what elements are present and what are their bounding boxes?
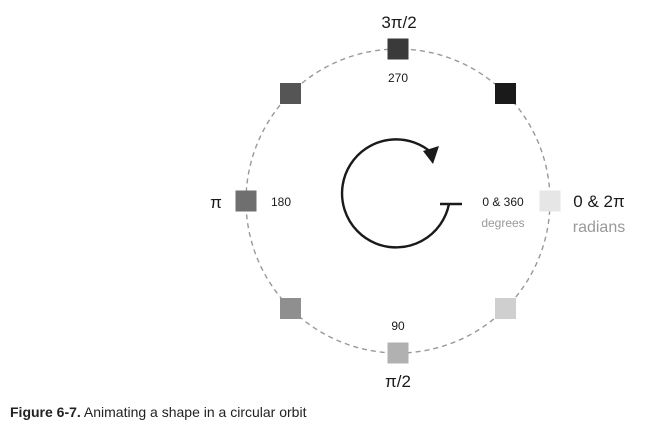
radian-label-left: π <box>210 193 222 212</box>
degree-label-left: 180 <box>271 195 291 209</box>
figure-caption-text: Animating a shape in a circular orbit <box>80 404 307 420</box>
degree-label-bottom: 90 <box>391 319 405 333</box>
orbit-squares <box>235 38 561 364</box>
rotation-arrow-arc <box>340 138 451 249</box>
radian-label-top: 3π/2 <box>381 13 416 32</box>
square-0-degrees <box>539 190 561 212</box>
radian-label-bottom: π/2 <box>385 372 411 391</box>
degree-label-right: 0 & 360 <box>482 195 524 209</box>
square-135-degrees <box>280 298 301 319</box>
square-315-degrees <box>495 83 516 104</box>
square-225-degrees <box>280 83 301 104</box>
square-180-degrees <box>235 190 257 212</box>
degree-unit-label: degrees <box>481 216 524 230</box>
figure-number: Figure 6-7. <box>10 404 81 420</box>
square-90-degrees <box>387 342 409 364</box>
rotation-arrow-head <box>423 146 439 164</box>
degree-label-top: 270 <box>388 71 408 85</box>
figure-caption: Figure 6-7. Animating a shape in a circu… <box>10 404 306 420</box>
square-270-degrees <box>387 38 409 60</box>
radian-label-right: 0 & 2π <box>573 192 624 211</box>
radian-unit-label: radians <box>573 219 625 236</box>
square-45-degrees <box>495 298 516 319</box>
